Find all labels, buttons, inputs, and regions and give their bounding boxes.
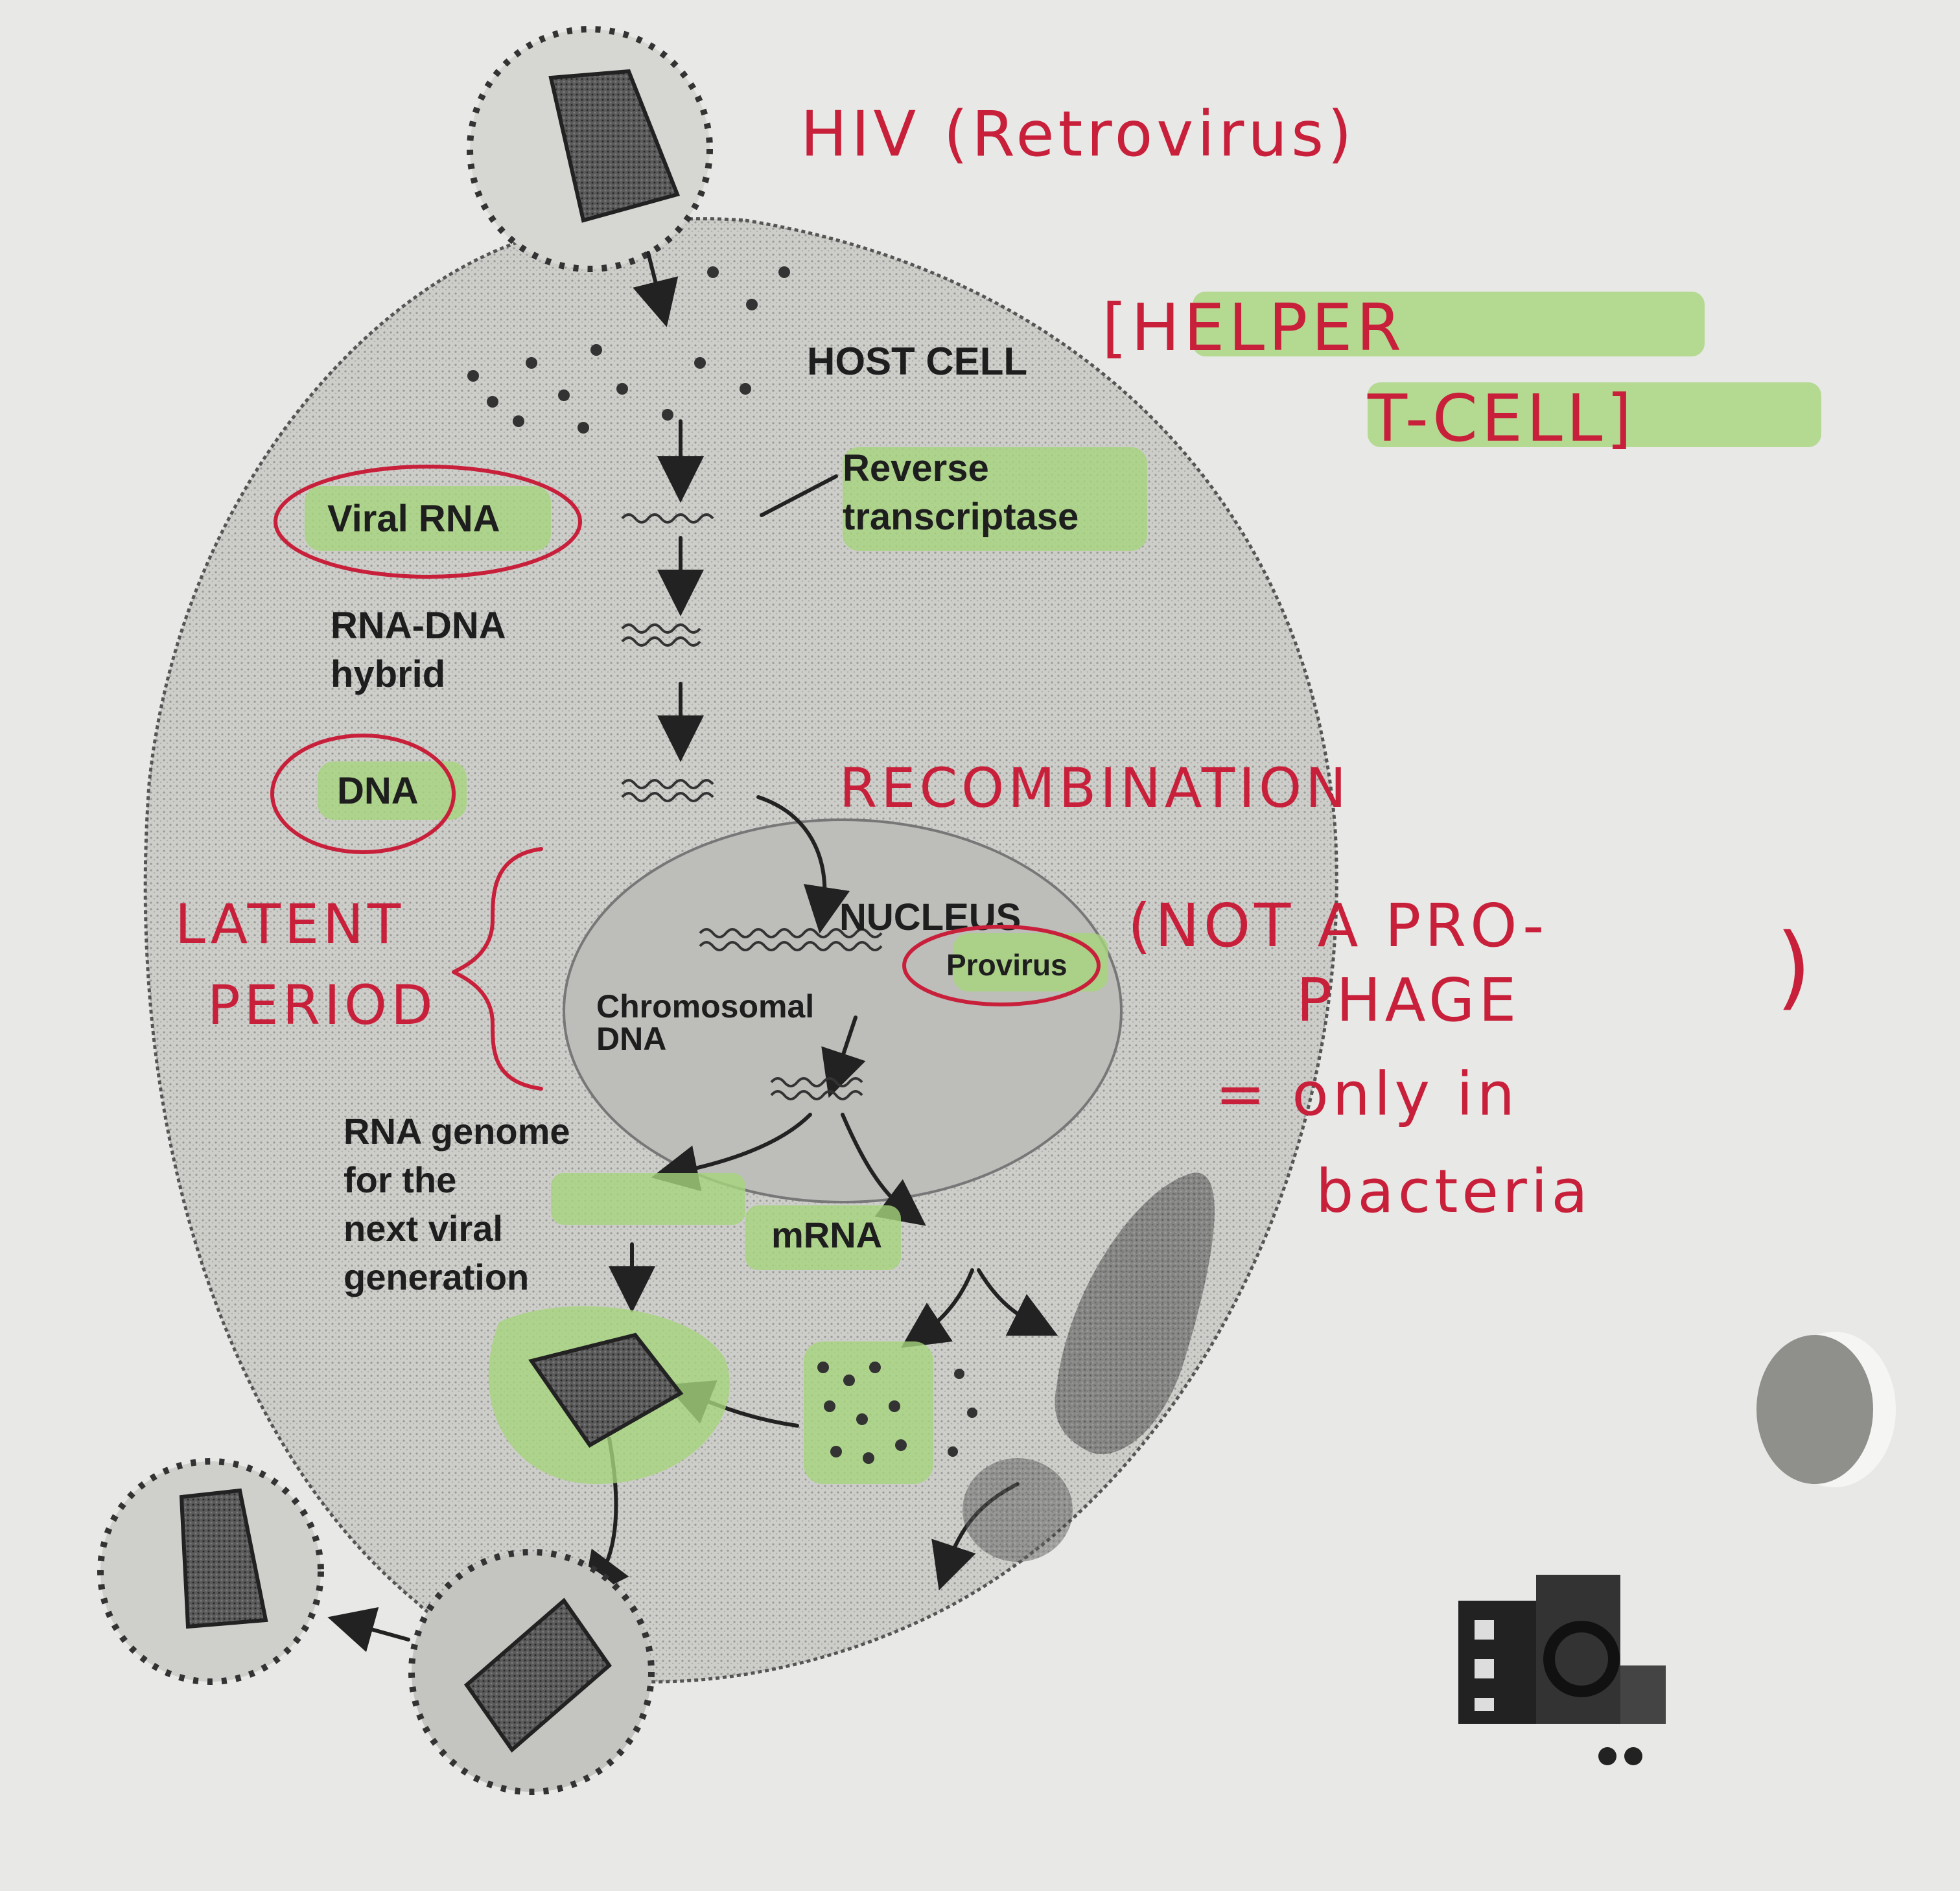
nucleic-acid-strands (621, 513, 883, 1100)
dna-label: DNA (337, 770, 419, 812)
viral-proteins (817, 1362, 977, 1464)
highlighter-marks (305, 292, 1821, 1484)
chromosomal-dna-label-2: DNA (596, 1021, 666, 1057)
rna-genome-label-4: generation (344, 1257, 529, 1297)
nucleus-label: NUCLEUS (839, 896, 1021, 938)
provirus-label: Provirus (946, 948, 1068, 982)
reverse-transcriptase-label-2: transcriptase (843, 496, 1079, 538)
latent-annotation-1: LATENT (175, 892, 404, 956)
prophage-annotation-5: bacteria (1316, 1157, 1592, 1226)
recombination-annotation: RECOMBINATION (839, 756, 1350, 820)
helper-annotation-1: [HELPER (1102, 290, 1405, 365)
rna-genome-label-1: RNA genome (344, 1111, 570, 1152)
reverse-transcriptase-label-1: Reverse (843, 447, 989, 489)
incoming-virion (467, 26, 713, 272)
chromosomal-dna-label-1: Chromosomal (596, 988, 814, 1025)
prophage-annotation-3: ) (1776, 914, 1815, 1020)
mrna-label: mRNA (771, 1214, 882, 1255)
title-annotation: HIV (Retrovirus) (800, 98, 1356, 170)
rna-dna-hybrid-label-1: RNA-DNA (331, 605, 506, 647)
prophage-annotation-2: PHAGE (1296, 966, 1520, 1035)
host-cell-label: HOST CELL (807, 340, 1027, 383)
rna-genome-label-3: next viral (344, 1208, 503, 1249)
pen-markup (270, 465, 1101, 1091)
endoplasmic-reticulum (962, 1172, 1215, 1562)
rna-genome-label-2: for the (344, 1159, 456, 1200)
assembling-capsid (528, 1332, 684, 1448)
punch-hole (1756, 1332, 1896, 1487)
rna-dna-hybrid-label-2: hybrid (331, 653, 445, 695)
prophage-annotation-4: = only in (1215, 1060, 1519, 1129)
viral-rna-label: Viral RNA (327, 498, 500, 540)
budding-virion (408, 1549, 655, 1795)
uncoating-particles (467, 266, 790, 434)
released-virion (97, 1458, 324, 1685)
helper-annotation-2: T-CELL] (1367, 380, 1635, 456)
latent-annotation-2: PERIOD (207, 973, 437, 1037)
prophage-annotation-1: (NOT A PRO- (1128, 891, 1548, 960)
nucleus (563, 818, 1123, 1203)
city-sticker (1458, 1575, 1666, 1765)
